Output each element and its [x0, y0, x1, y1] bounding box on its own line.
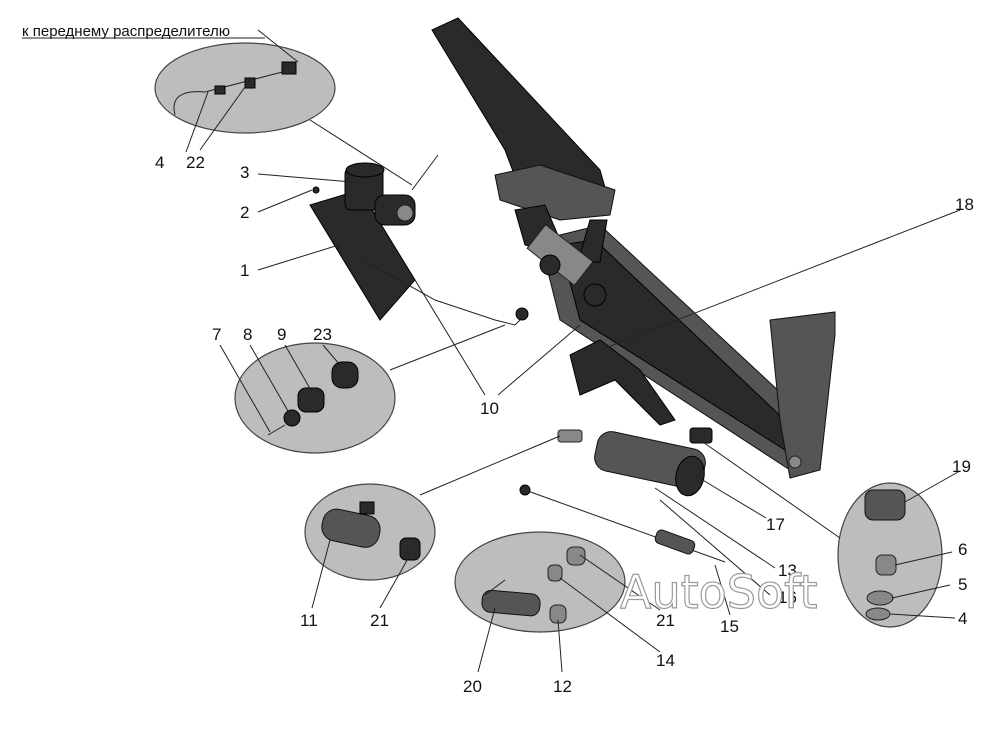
callout-20: 20: [463, 677, 482, 696]
callout-5: 5: [958, 575, 967, 594]
callout-19: 19: [952, 457, 971, 476]
caption-front-distributor: к переднему распределителю: [22, 23, 230, 40]
callout-21-right: 21: [656, 611, 675, 630]
watermark-autosoft: AutoSoft: [620, 565, 818, 619]
callout-2: 2: [240, 203, 249, 222]
callout-23: 23: [313, 325, 332, 344]
callout-21-left: 21: [370, 611, 389, 630]
callout-4-right: 4: [958, 609, 967, 628]
top-bubble-parts: [173, 61, 297, 116]
slave-cylinder: [557, 427, 713, 497]
callout-9: 9: [277, 325, 286, 344]
callout-17: 17: [766, 515, 785, 534]
callout-15: 15: [720, 617, 739, 636]
callout-16: 16: [778, 588, 797, 607]
callout-7: 7: [212, 325, 221, 344]
detail-bubble-pushrod-parts: [454, 531, 626, 633]
pedal-shaft: [526, 224, 607, 307]
pedal-bracket: [539, 219, 836, 479]
callout-10: 10: [480, 399, 499, 418]
linkage-rod: [359, 257, 526, 326]
push-rod: [519, 484, 726, 563]
master-cylinder-assembly: [309, 154, 439, 321]
clutch-pedal: [431, 17, 616, 251]
callout-8: 8: [243, 325, 252, 344]
callout-6: 6: [958, 540, 967, 559]
callout-22: 22: [186, 153, 205, 172]
callout-14: 14: [656, 651, 675, 670]
callout-12: 12: [553, 677, 572, 696]
leader-lines: [185, 29, 961, 673]
callout-4-top: 4: [155, 153, 164, 172]
pushrod-bubble-parts: [481, 546, 586, 624]
callout-11: 11: [300, 611, 318, 630]
cylinder-bubble-parts: [321, 501, 421, 561]
callout-1: 1: [240, 261, 249, 280]
callout-3: 3: [240, 163, 249, 182]
callout-18: 18: [955, 195, 974, 214]
callout-13: 13: [778, 561, 797, 580]
